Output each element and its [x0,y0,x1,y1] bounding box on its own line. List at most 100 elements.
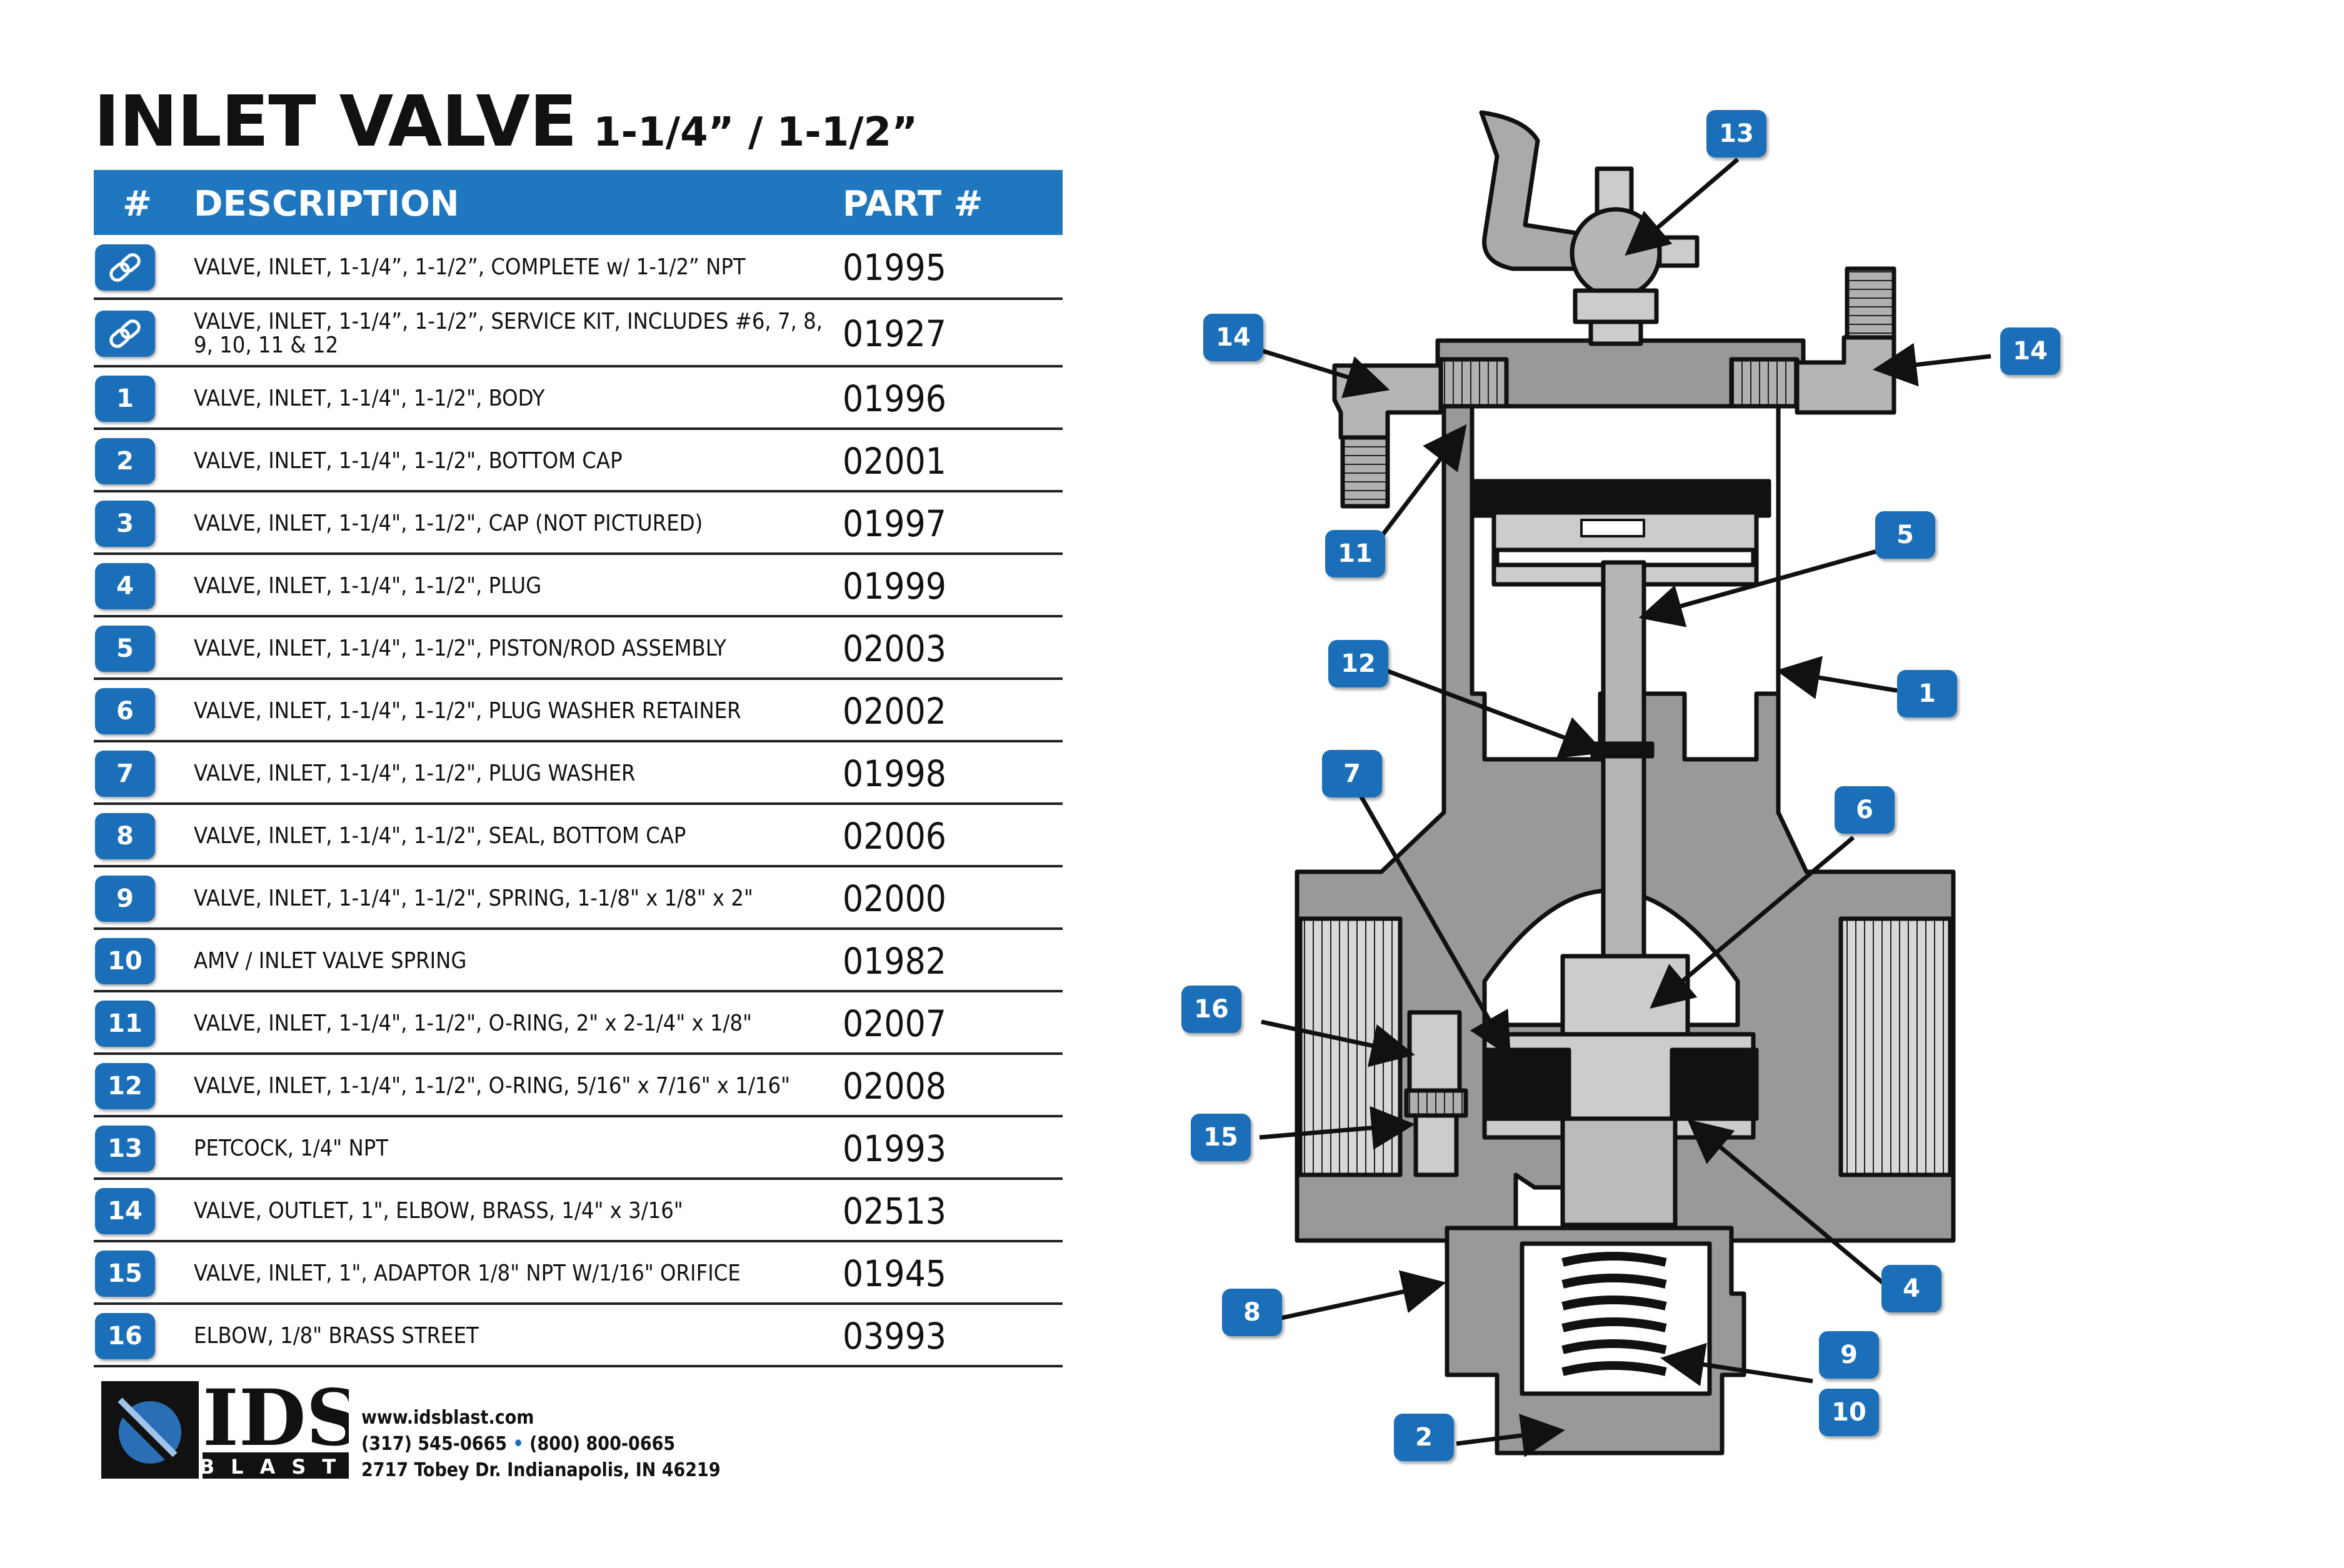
item-description: VALVE, INLET, 1-1/4", 1-1/2", PLUG WASHE… [194,698,741,724]
callout-6: 6 [1835,786,1895,834]
item-number-badge: 7 [95,751,155,797]
petcock-port [1657,235,1700,268]
adaptor-body [1413,1113,1459,1177]
callout-4: 4 [1881,1265,1941,1312]
table-header: # DESCRIPTION PART # [94,170,1063,235]
right-elbow-thread [1845,266,1896,340]
page-title: INLET VALVE 1-1/4” / 1-1/2” [94,81,918,162]
item-description: VALVE, INLET, 1-1/4", 1-1/2", PLUG WASHE… [194,761,636,786]
item-part-number: 01982 [843,940,946,982]
table-row: 16 ELBOW, 1/8" BRASS STREET 03993 [94,1305,1063,1367]
callout-14-right: 14 [2000,327,2060,375]
right-top-thread [1729,357,1800,409]
title-main: INLET VALVE [94,81,578,162]
table-row: VALVE, INLET, 1-1/4”, 1-1/2”, COMPLETE w… [94,235,1063,300]
callout-8: 8 [1222,1289,1282,1336]
callout-15: 15 [1191,1114,1251,1161]
item-number-badge: 2 [95,438,155,484]
item-description: VALVE, INLET, 1-1/4", 1-1/2", SPRING, 1-… [194,886,753,911]
address: 2717 Tobey Dr. Indianapolis, IN 46219 [361,1459,721,1481]
callout-11: 11 [1325,530,1385,577]
item-part-number: 02007 [843,1002,946,1045]
phone-2: (800) 800-0665 [529,1433,676,1455]
table-row: 7 VALVE, INLET, 1-1/4", 1-1/2", PLUG WASH… [94,742,1063,805]
item-part-number: 03993 [843,1315,946,1357]
item-number-badge: 9 [95,876,155,922]
title-size: 1-1/4” / 1-1/2” [593,109,918,156]
callout-1: 1 [1897,670,1957,717]
callout-13: 13 [1706,110,1766,157]
item-description: VALVE, INLET, 1-1/4”, 1-1/2”, SERVICE KI… [194,309,823,358]
item-part-number: 02001 [843,440,946,482]
item-number-badge: 10 [95,938,155,984]
table-row: 12 VALVE, INLET, 1-1/4", 1-1/2", O-RING, … [94,1055,1063,1117]
item-description: VALVE, INLET, 1-1/4”, 1-1/2”, COMPLETE w… [194,254,746,280]
rod-oring [1590,741,1655,759]
right-port-threads [1838,916,1953,1177]
callout-2: 2 [1394,1414,1454,1461]
item-description: AMV / INLET VALVE SPRING [194,948,467,974]
item-part-number: 01945 [843,1252,946,1295]
logo-letters: IDS [203,1381,349,1464]
item-part-number: 02000 [843,877,946,920]
callout-12: 12 [1328,640,1388,687]
item-description: ELBOW, 1/8" BRASS STREET [194,1323,479,1349]
item-number-badge: 14 [95,1188,155,1234]
item-number-badge: 3 [95,501,155,547]
plug-washer-right [1670,1047,1759,1121]
item-description: VALVE, OUTLET, 1", ELBOW, BRASS, 1/4" x … [194,1198,683,1224]
item-description: VALVE, INLET, 1-1/4", 1-1/2", O-RING, 2"… [194,1011,752,1036]
item-description: VALVE, INLET, 1-1/4", 1-1/2", CAP (NOT P… [194,511,703,536]
table-row: 9 VALVE, INLET, 1-1/4", 1-1/2", SPRING, 1… [94,867,1063,930]
item-number-badge: 8 [95,813,155,859]
website-link[interactable]: www.idsblast.com [361,1407,534,1429]
item-description: PETCOCK, 1/4" NPT [194,1136,389,1161]
callout-14-left: 14 [1203,314,1263,361]
item-part-number: 02002 [843,690,946,732]
item-description: VALVE, INLET, 1-1/4", 1-1/2", PISTON/ROD… [194,636,726,661]
link-icon [95,311,155,357]
right-elbow [1795,335,1896,415]
item-number-badge: 1 [95,376,155,422]
table-body: VALVE, INLET, 1-1/4”, 1-1/2”, COMPLETE w… [94,235,1063,1367]
item-part-number: 02008 [843,1065,946,1107]
link-icon [95,244,155,291]
item-part-number: 01997 [843,502,946,545]
table-row: 10 AMV / INLET VALVE SPRING 01982 [94,930,1063,992]
item-part-number: 01927 [843,312,946,355]
table-row: 3 VALVE, INLET, 1-1/4", 1-1/2", CAP (NOT … [94,492,1063,555]
phone-line: (317) 545-0665 • (800) 800-0665 [361,1433,676,1455]
parts-table: # DESCRIPTION PART # VALVE, INLET, 1-1/4… [94,170,1063,1367]
callout-10: 10 [1819,1389,1879,1436]
table-row: 2 VALVE, INLET, 1-1/4", 1-1/2", BOTTOM CA… [94,430,1063,492]
contact-info: www.idsblast.com (317) 545-0665 • (800) … [361,1405,721,1484]
plug-stem [1560,1116,1678,1227]
petcock-nut [1573,288,1659,324]
callout-5: 5 [1875,511,1935,559]
item-part-number: 01999 [843,565,946,607]
item-part-number: 01996 [843,377,946,420]
item-part-number: 01995 [843,246,946,289]
item-description: VALVE, INLET, 1-1/4", 1-1/2", PLUG [194,573,542,599]
item-number-badge: 16 [95,1313,155,1359]
petcock-body [1570,207,1662,299]
item-description: VALVE, INLET, 1-1/4", 1-1/2", BOTTOM CAP [194,448,623,474]
adaptor [1404,1088,1468,1118]
table-row: 14 VALVE, OUTLET, 1", ELBOW, BRASS, 1/4" … [94,1180,1063,1242]
item-number-badge: 13 [95,1126,155,1172]
logo-sub: BLAST [199,1455,349,1479]
header-description: DESCRIPTION [194,184,459,224]
item-description: VALVE, INLET, 1-1/4", 1-1/2", O-RING, 5/… [194,1073,790,1099]
header-part: PART # [843,184,983,224]
left-elbow-thread [1340,435,1390,509]
table-row: VALVE, INLET, 1-1/4”, 1-1/2”, SERVICE KI… [94,300,1063,367]
item-number-badge: 12 [95,1063,155,1109]
